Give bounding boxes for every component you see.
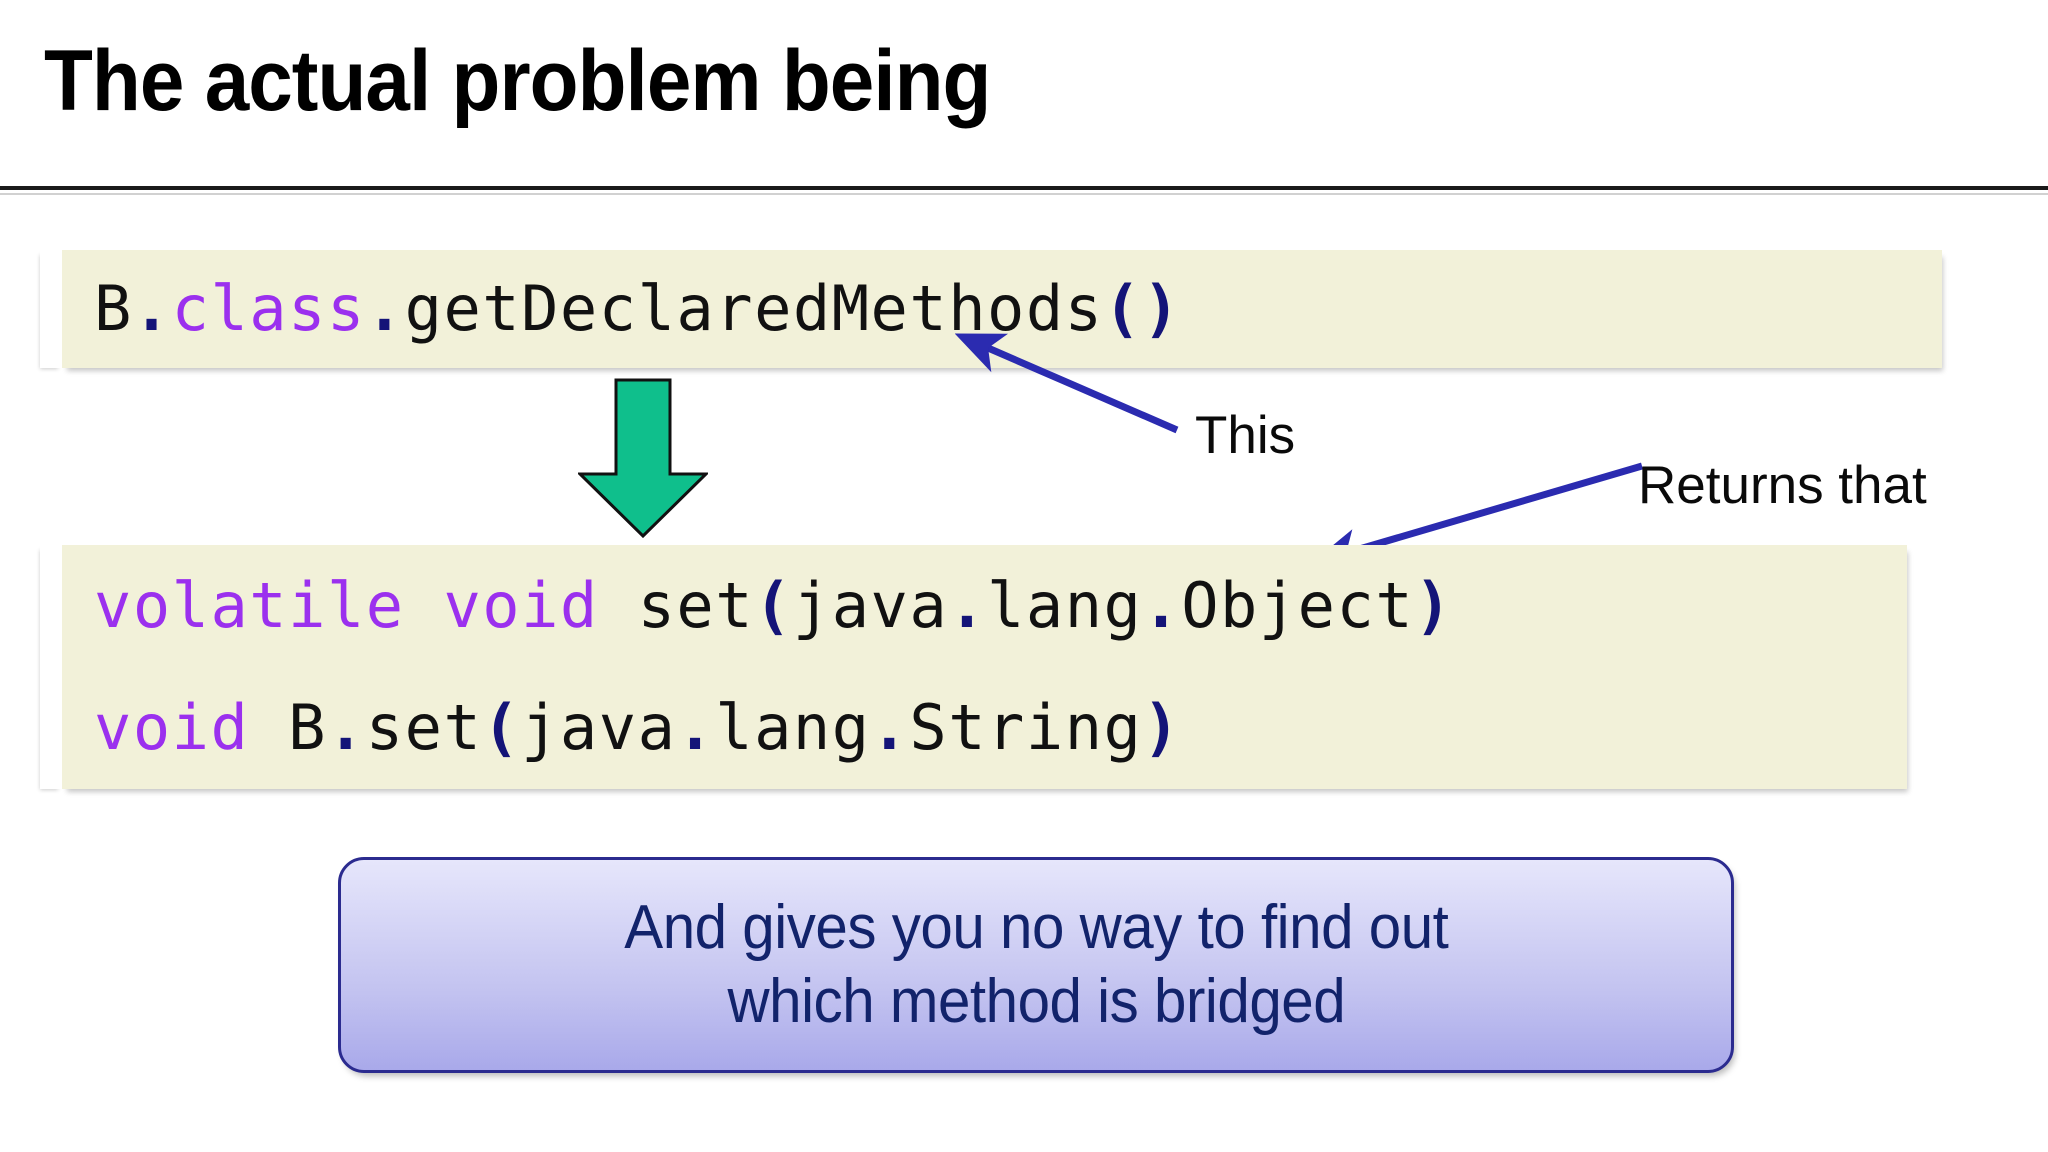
code-line: volatile void set(java.lang.Object) (62, 545, 1907, 667)
code-token-dot: . (676, 691, 716, 764)
annotation-arrow-returns-that (1311, 462, 1643, 570)
code-token-paren-close: ) (1414, 569, 1453, 642)
code-token: java (521, 691, 677, 764)
code-token-paren-open: ( (754, 569, 793, 642)
code-token: set (598, 569, 755, 642)
code-token-dot: . (132, 272, 172, 345)
callout-line-1: And gives you no way to find out (623, 892, 1449, 962)
code-token-paren-close: ) (1142, 691, 1182, 764)
code-token-parens: () (1103, 272, 1182, 345)
callout-line-2: which method is bridged (727, 967, 1345, 1036)
code-block-set-methods: volatile void set(java.lang.Object) void… (40, 545, 1907, 789)
code-token: String (909, 691, 1143, 764)
code-token-dot: . (870, 691, 910, 764)
code-token: getDeclaredMethods (404, 272, 1104, 345)
annotation-label-returns-that: Returns that (1638, 456, 1927, 515)
code-token: java (792, 569, 949, 642)
page-title: The actual problem being (44, 33, 991, 129)
code-token-dot: . (326, 691, 366, 764)
code-token: lang (715, 691, 871, 764)
code-token-paren-open: ( (482, 691, 522, 764)
code-token-dot: . (1142, 569, 1182, 642)
title-divider (0, 186, 2048, 195)
code-token: lang (987, 569, 1143, 642)
code-gutter (40, 545, 62, 789)
code-line: B.class.getDeclaredMethods() (62, 250, 1942, 368)
green-down-arrow-icon (578, 378, 708, 538)
code-token-keyword: void (94, 691, 250, 764)
code-token-dot: . (948, 569, 988, 642)
code-line: void B.set(java.lang.String) (62, 667, 1907, 789)
code-token: B (249, 691, 327, 764)
code-gutter (40, 250, 62, 368)
annotation-arrow-this (955, 333, 1179, 434)
code-token: set (365, 691, 483, 764)
code-block-declared-methods: B.class.getDeclaredMethods() (40, 250, 1942, 368)
code-token-keyword: class (171, 272, 366, 345)
code-token-keyword: volatile void (94, 569, 599, 642)
code-token: B (94, 272, 133, 345)
code-token-dot: . (365, 272, 405, 345)
code-token: Object (1181, 569, 1415, 642)
annotation-label-this: This (1195, 406, 1296, 465)
